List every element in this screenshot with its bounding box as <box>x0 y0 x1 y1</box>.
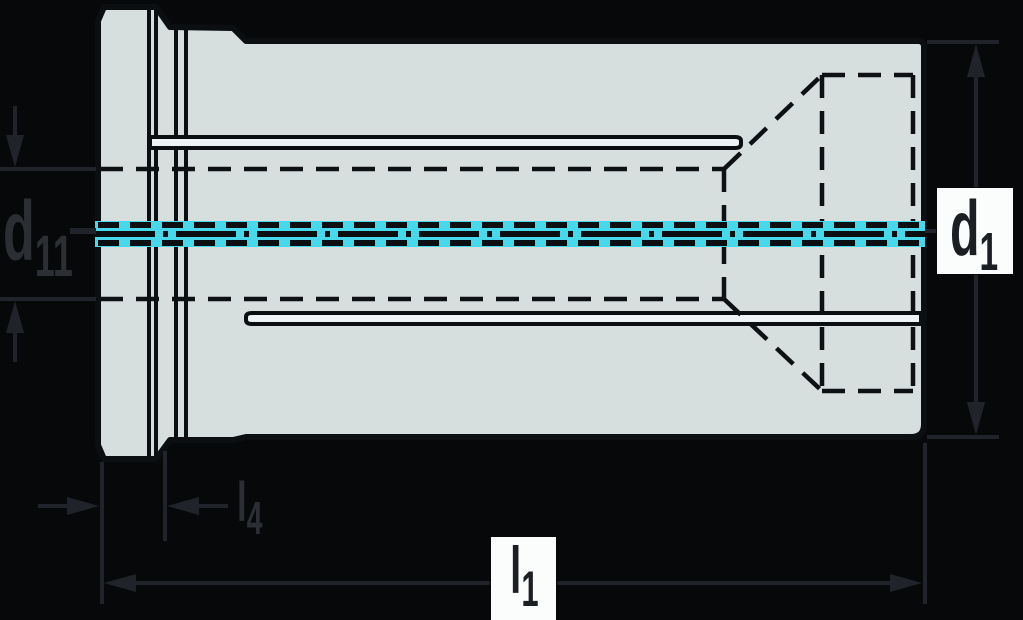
dimension-l1: l1 <box>100 443 927 620</box>
d11-arrowhead-bottom <box>6 301 24 333</box>
d11-label: d11 <box>3 184 73 289</box>
taper-diagonal-bottom <box>722 297 824 393</box>
d1-label: d1 <box>950 184 998 282</box>
dimension-d11: d11 <box>0 106 96 362</box>
upper-clamping-slot <box>148 135 743 150</box>
l4-arrowhead-inner <box>167 497 199 515</box>
l1-arrowhead-left <box>104 574 136 592</box>
l1-label-box <box>491 537 556 620</box>
d1-arrowhead-top <box>967 44 985 77</box>
l4-label: l4 <box>237 471 263 545</box>
dimension-d1: d1 <box>925 40 1013 439</box>
l1-label: l1 <box>510 533 539 617</box>
dimension-l4: l4 <box>38 451 263 545</box>
taper-diagonal-top <box>722 73 824 171</box>
l1-arrowhead-right <box>890 574 922 592</box>
centerline-group <box>95 221 925 247</box>
d1-arrowhead-bottom <box>967 402 985 435</box>
lower-clamping-slot <box>244 311 923 326</box>
d11-arrowhead-top <box>6 135 24 167</box>
l4-arrowhead-outer <box>67 497 99 515</box>
d1-label-box <box>937 188 1013 274</box>
